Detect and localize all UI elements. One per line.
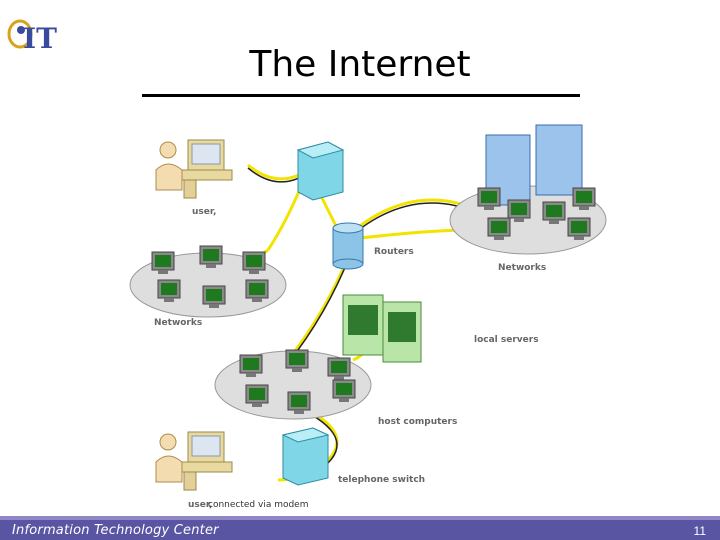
user-workstation-bottom	[156, 432, 232, 490]
footer-organization: Information Technology Center	[12, 523, 219, 538]
slide-title: The Internet	[0, 44, 720, 85]
title-underline	[142, 94, 580, 97]
label-modem-note: connected via modem	[208, 500, 308, 510]
network-ring-hosts	[215, 350, 371, 419]
label-networks-left: Networks	[154, 318, 202, 328]
label-local-servers: local servers	[474, 335, 539, 345]
label-networks-right: Networks	[498, 263, 546, 273]
user-workstation-top	[156, 140, 232, 198]
network-ring-right	[450, 125, 606, 254]
footer-bar: Information Technology Center 11	[0, 516, 720, 540]
label-routers: Routers	[374, 247, 414, 257]
internet-diagram: user, Routers Networks Networks	[128, 110, 628, 515]
telephone-switch	[283, 428, 328, 485]
page-number: 11	[694, 524, 706, 538]
label-telephone-switch: telephone switch	[338, 475, 425, 485]
network-ring-left	[130, 246, 286, 317]
label-host-computers: host computers	[378, 417, 457, 427]
label-user-top: user,	[192, 207, 216, 217]
local-servers	[343, 295, 421, 362]
router-cylinder	[333, 223, 363, 269]
modem-box-top	[298, 142, 343, 200]
